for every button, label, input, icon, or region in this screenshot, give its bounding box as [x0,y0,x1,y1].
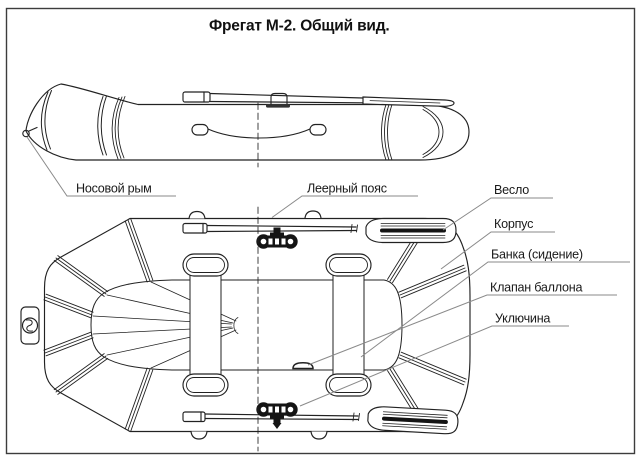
bow-cone-seams [43,218,154,432]
side-hull-outline [25,83,470,161]
label-oarlock: Уключина [495,312,550,326]
leader-grab-line [271,195,418,218]
label-valve: Клапан баллона [490,281,582,295]
oar-side [182,91,455,107]
label-bow-eye: Носовой рым [76,182,152,196]
bow-eye [22,126,38,138]
leader-oarlock [299,325,569,407]
leader-seat [360,261,630,358]
grab-line-rope [191,123,327,139]
oar-top [182,217,457,244]
stern-seam-triple [381,104,393,161]
plan-hull-outline [43,217,471,433]
tube-valve [292,362,314,370]
bow-seam-front [41,90,52,151]
side-view-drawing [22,83,470,168]
stern-cone-seams [387,217,467,433]
seat-left [182,253,229,397]
bow-seam-pair [97,95,107,156]
callout-lines [26,136,630,407]
seat-right [325,253,372,397]
callout-labels: Носовой рым Леерный пояс Весло Корпус Ба… [76,182,583,326]
bow-seam-triple [111,96,126,160]
oarlock-top [256,227,298,249]
page-title: Фрегат М-2. Общий вид. [209,18,389,35]
leader-oar [442,197,553,231]
leader-hull [440,231,555,270]
leader-bow-eye [26,136,176,197]
label-oar: Весло [494,183,529,197]
label-seat: Банка (сидение) [491,248,583,262]
grab-line-loops [188,210,328,440]
leader-valve [307,294,617,366]
plan-view-drawing [20,206,471,452]
oarlock-bottom [256,402,298,429]
stern-cap-seam [422,106,444,158]
label-grab-line: Леерный пояс [307,182,387,196]
bow-valve [20,306,40,345]
label-hull: Корпус [494,217,533,231]
